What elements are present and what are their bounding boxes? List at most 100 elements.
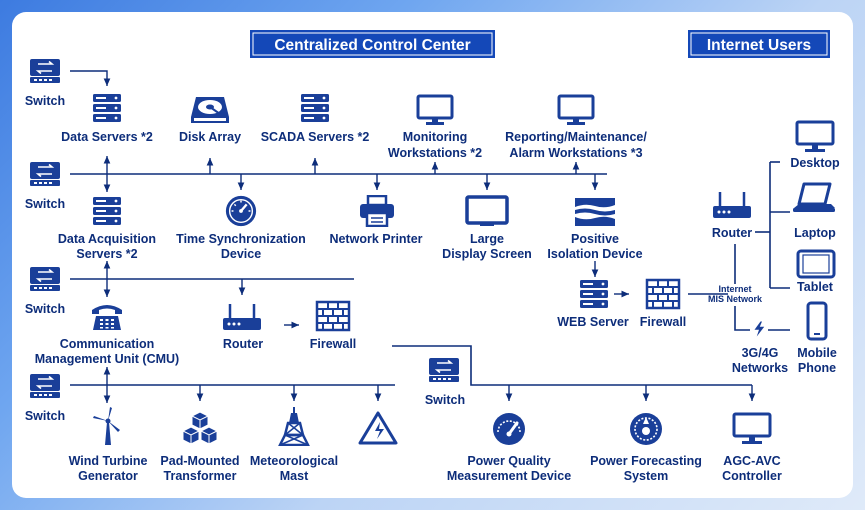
meteorological-mast: Meteorological Mast <box>250 406 338 483</box>
disk-array: Disk Array <box>179 96 241 144</box>
time-sync-label-1: Time Synchronization <box>176 232 306 246</box>
server-icon <box>93 94 121 122</box>
disk-array-icon <box>190 96 230 124</box>
net-3g4g: 3G/4G Networks <box>732 321 788 375</box>
wind-label-1: Wind Turbine <box>69 454 148 468</box>
firewall-internal-label: Firewall <box>310 337 357 351</box>
isolation-device-icon <box>575 198 615 226</box>
mobile-label-2: Phone <box>798 361 836 375</box>
switch-5: Switch <box>425 357 465 407</box>
diagram-card <box>12 12 853 498</box>
monitor-icon <box>557 94 595 126</box>
mast-tower-icon <box>278 406 310 446</box>
large-display-label-1: Large <box>470 232 504 246</box>
router-icon <box>712 190 752 220</box>
monitoring-workstations: Monitoring Workstations *2 <box>388 94 482 160</box>
monitoring-label-1: Monitoring <box>403 130 468 144</box>
internet-label-1: Internet <box>718 284 751 294</box>
switch-icon <box>29 58 61 84</box>
switch-icon <box>428 357 460 383</box>
positive-iso-label-2: Isolation Device <box>547 247 642 261</box>
signal-bolt-icon <box>754 321 765 337</box>
switch-1-label: Switch <box>25 94 65 108</box>
pad-label-2: Transformer <box>164 469 237 483</box>
printer-icon <box>359 195 395 227</box>
header-control-center: Centralized Control Center <box>250 30 495 58</box>
scada-servers: SCADA Servers *2 <box>261 94 370 144</box>
agc-label-1: AGC-AVC <box>723 454 780 468</box>
large-display-label-2: Display Screen <box>442 247 532 261</box>
server-icon <box>580 280 608 308</box>
mobile-label-1: Mobile <box>797 346 837 360</box>
switch-5-label: Switch <box>425 393 465 407</box>
laptop: Laptop <box>792 182 836 240</box>
pad-mounted-transformer: Pad-Mounted Transformer <box>160 411 240 483</box>
pf-label-2: System <box>624 469 668 483</box>
desktop-label: Desktop <box>790 156 840 170</box>
tablet-label: Tablet <box>797 280 834 294</box>
switch-4-label: Switch <box>25 409 65 423</box>
monitoring-label-2: Workstations *2 <box>388 146 482 160</box>
connection-lines <box>70 70 790 403</box>
switch-4: Switch <box>25 373 65 423</box>
met-label-2: Mast <box>280 469 309 483</box>
pad-label-1: Pad-Mounted <box>160 454 239 468</box>
network-printer: Network Printer <box>329 195 423 246</box>
firewall-external: Firewall <box>640 278 686 329</box>
switch-1: Switch <box>25 58 65 108</box>
internet-label-2: MIS Network <box>708 294 763 304</box>
switch-icon <box>29 373 61 399</box>
mobile-phone: Mobile Phone <box>797 301 837 375</box>
server-icon <box>93 197 121 225</box>
electrical-hazard-device <box>358 411 398 445</box>
router-internet: Router <box>712 190 752 240</box>
communication-management-unit: Communication Management Unit (CMU) <box>35 305 179 366</box>
daq-label-2: Servers *2 <box>76 247 137 261</box>
transformer-boxes-icon <box>182 411 218 445</box>
tablet-icon <box>796 249 836 279</box>
net-3g4g-label-2: Networks <box>732 361 788 375</box>
mobile-phone-icon <box>806 301 828 341</box>
large-display-screen: Large Display Screen <box>442 195 532 261</box>
scada-servers-label: SCADA Servers *2 <box>261 130 370 144</box>
met-label-1: Meteorological <box>250 454 338 468</box>
forecast-gauge-icon <box>629 412 663 446</box>
server-icon <box>301 94 329 122</box>
net-3g4g-label-1: 3G/4G <box>742 346 779 360</box>
display-screen-icon <box>465 195 509 227</box>
desktop-monitor-icon <box>795 120 835 154</box>
reporting-label-2: Alarm Workstations *3 <box>509 146 642 160</box>
firewall-icon <box>315 300 351 332</box>
agc-label-2: Controller <box>722 469 782 483</box>
telephone-icon <box>92 305 122 330</box>
wind-turbine-generator: Wind Turbine Generator <box>69 407 148 483</box>
switch-2-label: Switch <box>25 197 65 211</box>
web-server: WEB Server <box>557 280 629 329</box>
clock-icon <box>224 194 258 228</box>
internet-mis-network: Internet MIS Network <box>708 284 763 304</box>
router-internal: Router <box>222 302 263 351</box>
switch-3: Switch <box>25 266 65 316</box>
router-internet-label: Router <box>712 226 752 240</box>
laptop-label: Laptop <box>794 226 836 240</box>
wind-label-2: Generator <box>78 469 138 483</box>
header-internet-users-label: Internet Users <box>707 37 811 54</box>
firewall-icon <box>645 278 681 310</box>
wind-turbine-icon <box>93 407 120 445</box>
data-acquisition-servers: Data Acquisition Servers *2 <box>58 197 156 261</box>
reporting-label-1: Reporting/Maintenance/ <box>505 130 647 144</box>
agc-avc-controller: AGC-AVC Controller <box>722 412 782 483</box>
power-forecasting-system: Power Forecasting System <box>590 412 702 483</box>
tablet: Tablet <box>796 249 836 294</box>
header-control-center-label: Centralized Control Center <box>274 37 470 54</box>
pf-label-1: Power Forecasting <box>590 454 702 468</box>
data-servers: Data Servers *2 <box>61 94 153 144</box>
header-internet-users: Internet Users <box>688 30 830 58</box>
cmu-label-1: Communication <box>60 337 154 351</box>
data-servers-label: Data Servers *2 <box>61 130 153 144</box>
pq-label-1: Power Quality <box>467 454 550 468</box>
daq-label-1: Data Acquisition <box>58 232 156 246</box>
disk-array-label: Disk Array <box>179 130 241 144</box>
reporting-workstations: Reporting/Maintenance/ Alarm Workstation… <box>505 94 647 160</box>
switch-3-label: Switch <box>25 302 65 316</box>
